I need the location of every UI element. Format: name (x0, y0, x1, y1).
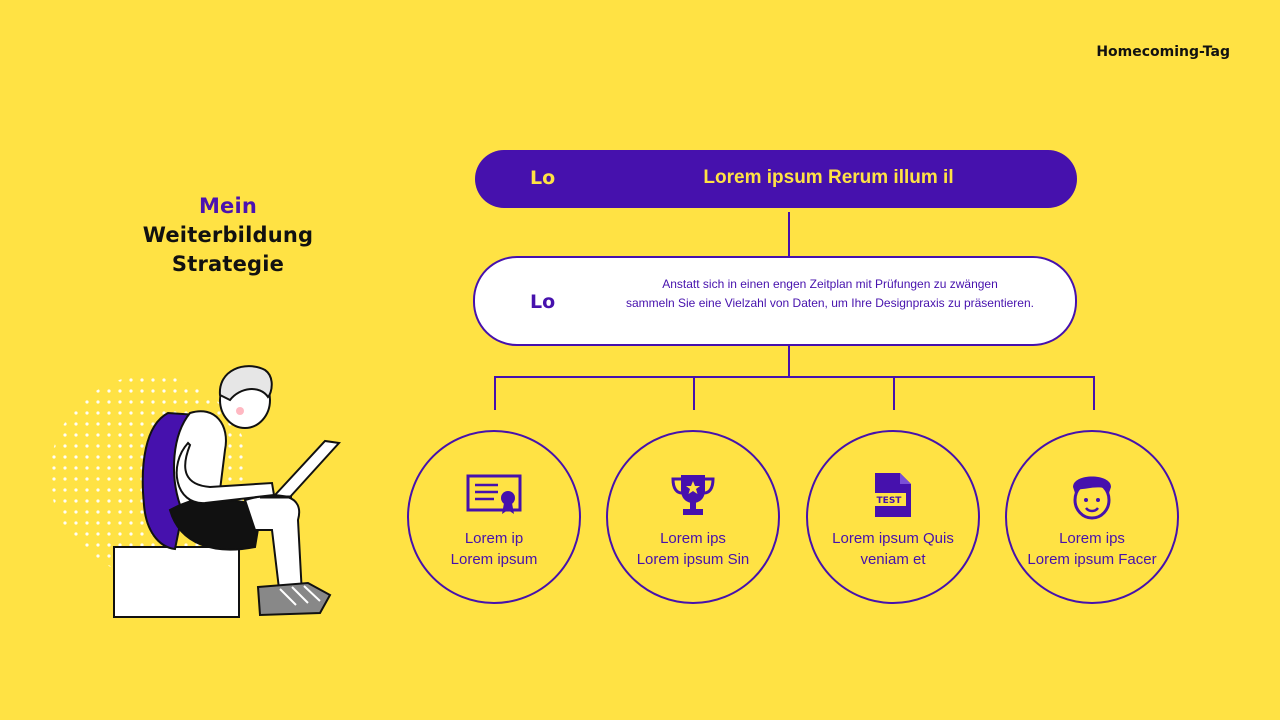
connector-drop-2 (693, 376, 695, 410)
top-node-tag: Lo (530, 167, 556, 189)
title-line-2: Weiterbildung (142, 223, 314, 247)
circle-3-line-2: veniam et (860, 551, 926, 568)
connector-drop-4 (1093, 376, 1095, 410)
circle-1-line-1: Lorem ip (464, 530, 524, 547)
connector-mid-down (788, 346, 790, 377)
title-line-1: Mein (198, 194, 258, 218)
circle-2-line-1: Lorem ips (660, 530, 726, 547)
circle-4-line-2: Lorem ipsum Facer (1027, 551, 1157, 568)
page-title: Mein Weiterbildung Strategie (110, 192, 346, 279)
header-label: Homecoming-Tag (1096, 44, 1230, 60)
circle-1-line-2: Lorem ipsum (450, 551, 538, 568)
circle-node-3: TEST Lorem ipsum Quis veniam et (806, 430, 980, 604)
certificate-icon (466, 474, 522, 514)
title-line-3: Strategie (171, 252, 285, 276)
svg-text:TEST: TEST (877, 496, 903, 506)
circle-node-1: Lorem ip Lorem ipsum (407, 430, 581, 604)
trophy-icon (671, 475, 715, 515)
mid-node-desc-line-1: Anstatt sich in einen engen Zeitplan mit… (662, 277, 998, 291)
circle-2-line-2: Lorem ipsum Sin (636, 551, 750, 568)
connector-top-mid (788, 212, 790, 256)
mid-node-description: Anstatt sich in einen engen Zeitplan mit… (605, 275, 1055, 313)
top-node-heading: Lorem ipsum Rerum illum il (703, 167, 954, 188)
top-node: Lo Lorem ipsum Rerum illum il (475, 150, 1077, 208)
test-document-icon: TEST (872, 473, 911, 517)
circle-4-line-1: Lorem ips (1059, 530, 1125, 547)
student-laptop-illustration (50, 365, 342, 618)
circle-3-line-1: Lorem ipsum Quis (832, 530, 954, 547)
mid-node-desc-line-2: sammeln Sie eine Vielzahl von Daten, um … (626, 296, 1034, 310)
face-icon (1073, 476, 1111, 520)
connector-drop-1 (494, 376, 496, 410)
mid-node: Lo Anstatt sich in einen engen Zeitplan … (473, 256, 1077, 346)
connector-drop-3 (893, 376, 895, 410)
connector-horizontal (494, 376, 1095, 378)
circle-node-4: Lorem ips Lorem ipsum Facer (1005, 430, 1179, 604)
mid-node-tag: Lo (530, 291, 556, 313)
circle-node-2: Lorem ips Lorem ipsum Sin (606, 430, 780, 604)
